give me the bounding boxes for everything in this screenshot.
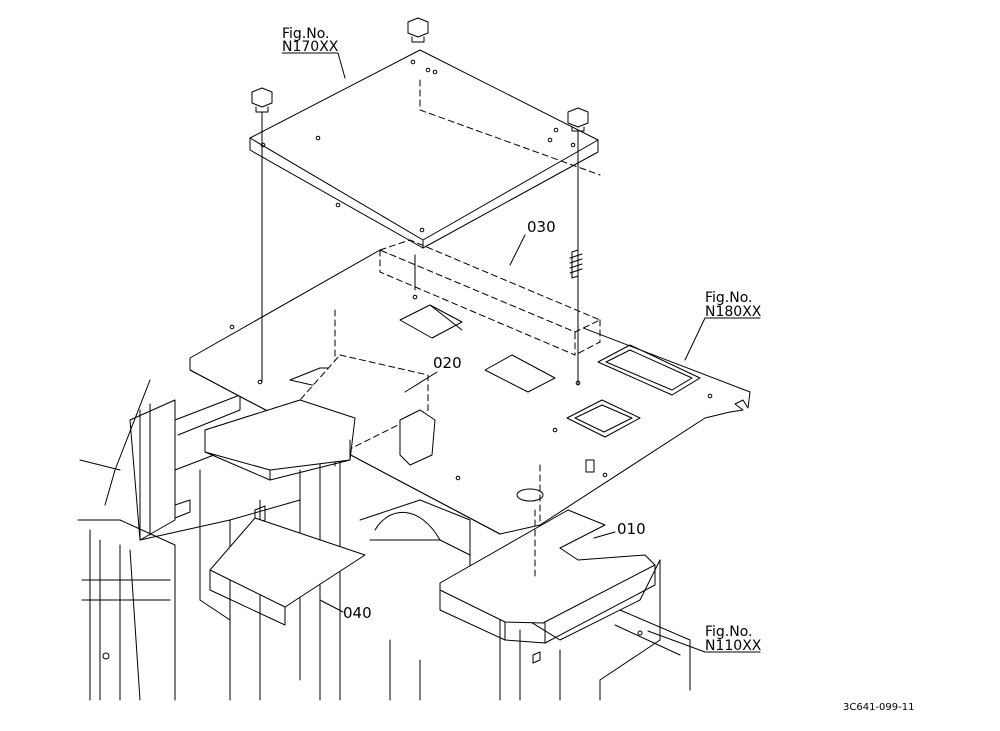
fig-right-line2: N180XX [705,304,762,320]
fig-right-line1: Fig.No. [705,290,753,306]
part-030-bar [379,239,601,356]
label-fig-top: Fig.No. N170XX [282,26,339,55]
label-fig-right: Fig.No. N180XX [705,290,762,320]
fig-bottom-line1: Fig.No. [705,624,753,640]
label-fig-bottom: Fig.No. N110XX [705,624,762,654]
part-020-pad [204,354,436,481]
fig-bottom-line2: N110XX [705,638,762,654]
part-040-mat [209,517,366,626]
drawing-code: 3C641-099-11 [843,702,914,713]
leader-lines [281,52,761,653]
bolt-top [407,17,429,43]
part-040-label: 040 [343,604,372,622]
part-020-label: 020 [433,354,462,372]
bolt-right [567,107,589,132]
fig-top-line2: N170XX [282,39,339,55]
part-010-label: 010 [617,520,646,538]
part-010-pad [439,509,656,644]
part-030-label: 030 [527,218,556,236]
top-plate [249,17,601,386]
fig-top-line1: Fig.No. [282,26,330,42]
bolt-left [251,87,273,129]
